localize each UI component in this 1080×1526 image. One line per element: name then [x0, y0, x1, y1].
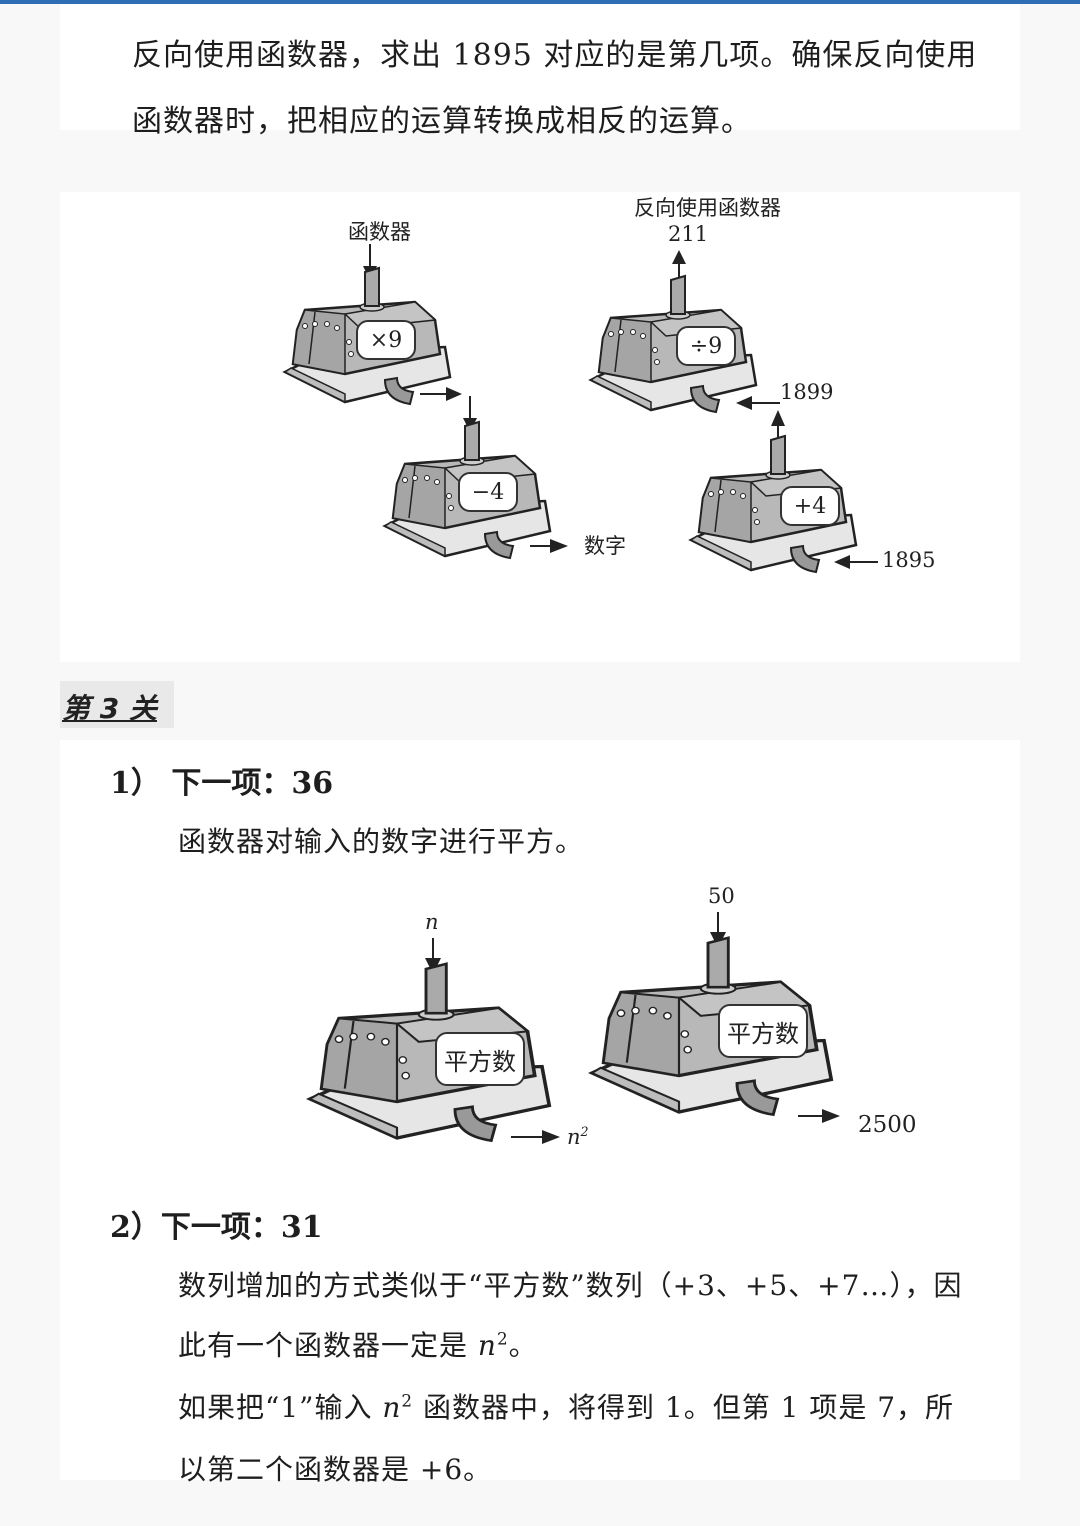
reverse-machine-2 — [689, 410, 878, 574]
q2-line-3-end: 函数器中，将得到 1。但第 1 项是 7，所 — [413, 1391, 955, 1424]
q1-op-2: 平方数 — [718, 1004, 808, 1058]
reverse-op-2: +4 — [780, 486, 840, 526]
q2-line-2-end: 。 — [508, 1329, 538, 1362]
output-base: n — [567, 1125, 581, 1149]
q1-square-machine-1 — [308, 938, 560, 1144]
forward-title: 函数器 — [348, 220, 411, 244]
q1-machine1-output: n2 — [567, 1124, 589, 1149]
forward-op-1: ×9 — [356, 320, 416, 360]
forward-output-label: 数字 — [584, 534, 626, 558]
forward-machine-2 — [383, 396, 568, 560]
forward-machine-1 — [283, 244, 462, 406]
top-bar — [0, 0, 1080, 4]
intro-line-2: 函数器时，把相应的运算转换成相反的运算。 — [132, 104, 752, 139]
q2-line-3-exp: 2 — [401, 1390, 414, 1411]
reverse-intermediate-value: 1899 — [780, 380, 834, 404]
q1-heading: 1） 下一项：36 — [110, 766, 334, 801]
q2-line-2-var: n — [477, 1329, 497, 1362]
q2-line-3: 如果把“1”输入 n2 函数器中，将得到 1。但第 1 项是 7，所 — [178, 1386, 954, 1426]
q2-line-3-var: n — [382, 1391, 402, 1424]
q2-line-2-text: 此有一个函数器一定是 — [178, 1329, 478, 1362]
level-title: 第 3 关 — [62, 692, 157, 725]
q2-line-3-text: 如果把“1”输入 — [178, 1391, 383, 1424]
intro-line-1: 反向使用函数器，求出 1895 对应的是第几项。确保反向使用 — [132, 38, 978, 73]
q1-machine1-input: n — [425, 910, 439, 934]
output-exponent: 2 — [580, 1124, 589, 1139]
q2-heading: 2）下一项：31 — [110, 1210, 323, 1245]
reverse-title: 反向使用函数器 — [634, 196, 781, 220]
diagram1-strip — [60, 192, 1020, 662]
intro-strip — [60, 4, 1020, 130]
q1-machine2-input: 50 — [708, 884, 735, 908]
level3-strip — [60, 740, 1020, 1480]
q1-machine2-output: 2500 — [858, 1112, 917, 1138]
q2-line-2-exp: 2 — [496, 1328, 509, 1349]
reverse-input-value: 1895 — [882, 548, 936, 572]
q1-square-machine-2 — [590, 912, 840, 1123]
reverse-machine-1 — [589, 250, 780, 414]
q2-line-2: 此有一个函数器一定是 n2。 — [178, 1324, 538, 1364]
reverse-output-value: 211 — [668, 222, 709, 246]
forward-op-2: −4 — [458, 472, 518, 512]
q1-op-1: 平方数 — [435, 1032, 525, 1086]
level-heading: 第 3 关 — [60, 681, 174, 728]
reverse-op-1: ÷9 — [676, 326, 736, 366]
q2-line-4: 以第二个函数器是 +6。 — [178, 1453, 493, 1486]
q2-line-1: 数列增加的方式类似于“平方数”数列（+3、+5、+7…），因 — [178, 1269, 963, 1302]
q1-explanation: 函数器对输入的数字进行平方。 — [178, 825, 585, 858]
